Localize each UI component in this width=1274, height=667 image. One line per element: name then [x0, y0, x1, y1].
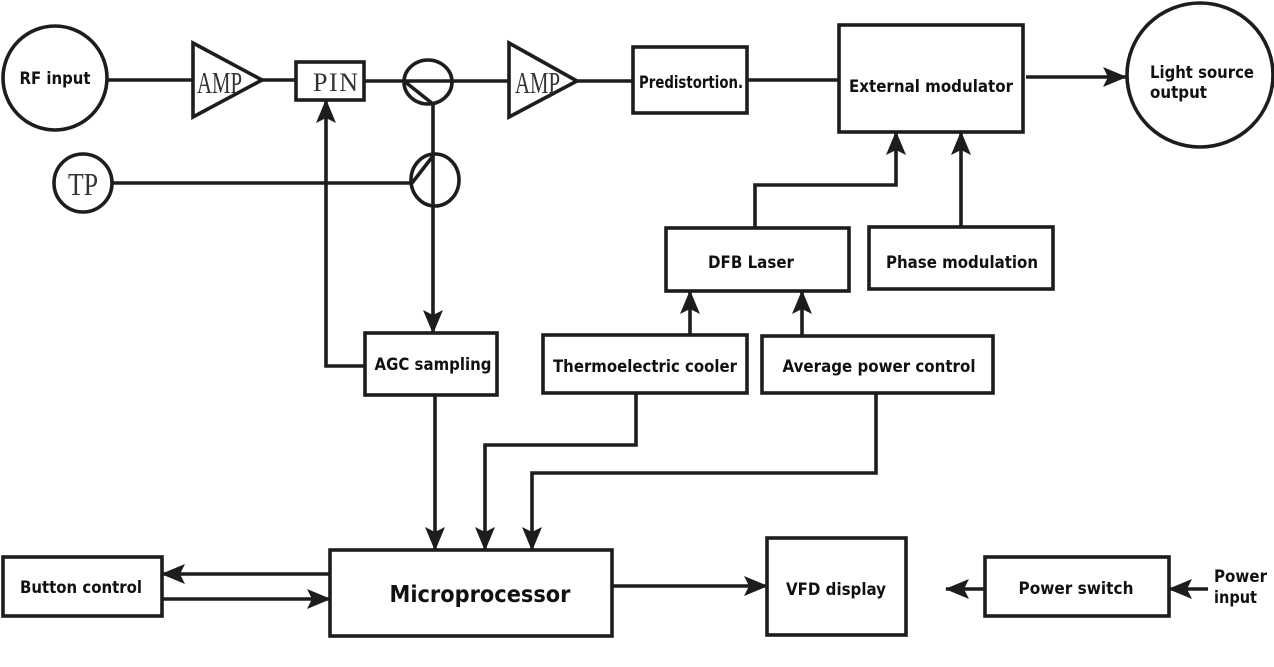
connector-apc-to-microprocessor	[522, 393, 878, 551]
amp2-triangle	[507, 39, 581, 120]
light-source-output-node	[1125, 1, 1274, 149]
pin-label: PIN	[313, 68, 358, 97]
dfb-laser-block	[664, 226, 851, 293]
microprocessor-label: Microprocessor	[390, 582, 572, 608]
vfd-display-label: VFD display	[786, 580, 886, 599]
amp1-label: AMP	[197, 65, 242, 100]
agc-sampling-block	[363, 331, 499, 397]
external-modulator-block	[837, 23, 1025, 134]
connector-agc-to-pin	[316, 99, 365, 368]
phase-modulation-block	[867, 225, 1055, 291]
light-source-output-line-2: output	[1150, 83, 1207, 102]
phase-modulation-label: Phase modulation	[886, 253, 1038, 272]
amp2-label: AMP	[515, 65, 560, 100]
average-power-control-label: Average power control	[783, 357, 976, 376]
power-switch-block	[983, 555, 1171, 618]
power-input-label: Power input	[1214, 567, 1273, 607]
connector-dfb-to-modulator	[753, 131, 906, 228]
thermoelectric-cooler-block	[541, 333, 749, 395]
vfd-display-block	[765, 536, 908, 637]
light-source-output-label: Light source output	[1150, 63, 1260, 102]
button-control-block	[1, 555, 164, 618]
coupler-2-diagonal	[410, 154, 435, 185]
coupler-1-diagonal	[402, 79, 435, 106]
microprocessor-block	[328, 548, 614, 638]
agc-sampling-label: AGC sampling	[375, 355, 492, 374]
coupler-2-icon	[409, 152, 461, 208]
predistortion-label: Predistortion.	[639, 73, 743, 92]
power-switch-label: Power switch	[1019, 579, 1134, 598]
connector-tec-to-microprocessor	[475, 393, 638, 551]
power-input-line-2: input	[1214, 588, 1257, 607]
rf-input-node	[1, 24, 109, 132]
dfb-laser-label: DFB Laser	[708, 253, 795, 272]
amp1-triangle	[191, 39, 266, 121]
power-input-line-1: Power	[1214, 567, 1268, 586]
rf-input-label: RF input	[20, 69, 91, 88]
button-control-label: Button control	[20, 578, 142, 597]
thermoelectric-cooler-label: Thermoelectric cooler	[553, 357, 738, 376]
light-source-output-line-1: Light source	[1150, 63, 1254, 82]
external-modulator-label: External modulator	[849, 77, 1014, 96]
tp-label: TP	[68, 166, 98, 202]
